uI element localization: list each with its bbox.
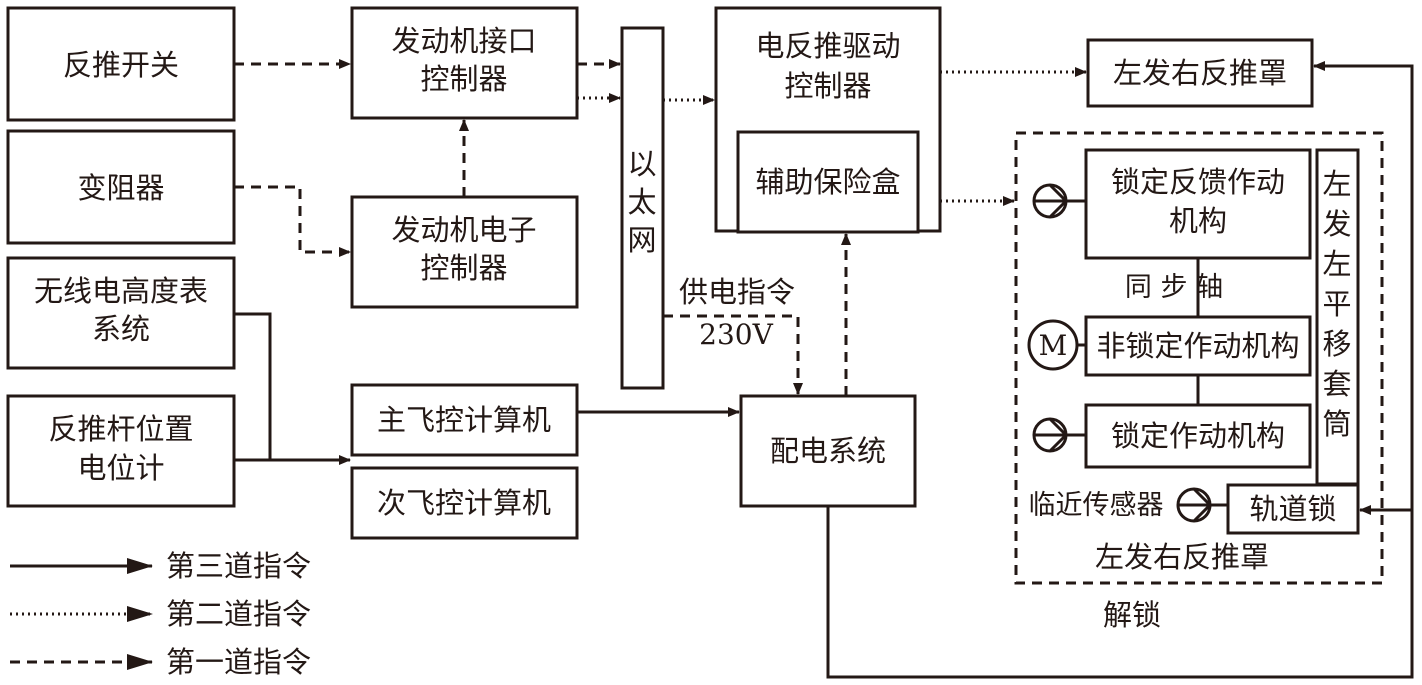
legend-item-third-command: 第三道指令 [10, 549, 311, 583]
engine-electronic-controller-box: 发动机电子 控制器 [350, 195, 579, 309]
sync-shaft-label: 同 步 轴 [1125, 272, 1223, 303]
radio-altimeter-label-line2: 系统 [92, 312, 150, 346]
translating-sleeve-char1: 左 [1322, 167, 1351, 201]
lock-feedback-sensor-icon [1032, 183, 1086, 219]
translating-sleeve-box: 左 发 左 平 移 套 筒 [1315, 148, 1360, 486]
track-lock-label: 轨道锁 [1249, 492, 1336, 526]
radio-altimeter-label-line1: 无线电高度表 [34, 274, 208, 308]
lever-potentiometer-label-line1: 反推杆位置 [48, 412, 193, 446]
power-distribution-box: 配电系统 [739, 394, 917, 508]
secondary-flight-control-computer-label: 次飞控计算机 [377, 486, 551, 520]
unlock-label: 解锁 [1103, 598, 1161, 632]
engine-electronic-controller-label-line1: 发动机电子 [391, 213, 536, 247]
unlock-to-cowl-arrow [826, 61, 1414, 679]
legend-label-second: 第二道指令 [166, 597, 311, 631]
eta-drive-controller-label-line2: 控制器 [784, 69, 871, 103]
auxiliary-fuse-box-label: 辅助保险盒 [755, 165, 900, 199]
engine-interface-controller-label-line2: 控制器 [420, 62, 507, 96]
ethernet-box: 以 太 网 [620, 26, 665, 390]
non-lock-actuator-label: 非锁定作动机构 [1096, 329, 1299, 363]
legend-item-first-command: 第一道指令 [10, 645, 311, 679]
ethernet-label-char3: 网 [627, 223, 656, 257]
translating-sleeve-char3: 左 [1322, 247, 1351, 281]
eta-drive-controller-label-line1: 电反推驱动 [755, 29, 900, 63]
rheostat-to-eec-arrow [234, 185, 351, 257]
lock-feedback-actuator-box: 锁定反馈作动 机构 [1084, 148, 1312, 260]
translating-sleeve-char2: 发 [1322, 207, 1351, 241]
engine-interface-controller-label-line1: 发动机接口 [391, 24, 536, 58]
non-lock-actuator-box: 非锁定作动机构 [1084, 315, 1312, 377]
engine-electronic-controller-label-line2: 控制器 [420, 251, 507, 285]
motor-symbol-label: M [1039, 329, 1068, 362]
reverse-switch-box: 反推开关 [6, 6, 236, 122]
legend-label-first: 第一道指令 [166, 645, 311, 679]
engine-interface-controller-box: 发动机接口 控制器 [350, 6, 579, 120]
ethernet-label-char2: 太 [627, 185, 656, 219]
secondary-flight-control-computer-box: 次飞控计算机 [350, 466, 579, 540]
translating-sleeve-char5: 移 [1322, 327, 1351, 361]
altimeter-to-fcc-line [234, 312, 272, 460]
lock-actuator-sensor-icon [1032, 417, 1086, 453]
power-distribution-label: 配电系统 [770, 434, 886, 468]
lever-potentiometer-label-line2: 电位计 [77, 451, 164, 485]
motor-icon: M [1027, 319, 1086, 371]
ethernet-to-power-arrow [663, 314, 803, 395]
lock-actuator-label: 锁定作动机构 [1111, 419, 1285, 453]
top-thrust-reverser-cowl-label: 左发右反推罩 [1113, 56, 1287, 90]
lock-feedback-actuator-label-line1: 锁定反馈作动 [1111, 165, 1285, 199]
reverse-switch-label: 反推开关 [63, 48, 179, 82]
lock-feedback-actuator-label-line2: 机构 [1169, 204, 1227, 238]
lever-potentiometer-box: 反推杆位置 电位计 [6, 394, 236, 508]
main-flight-control-computer-box: 主飞控计算机 [350, 383, 579, 457]
rheostat-box: 变阻器 [6, 129, 236, 245]
main-flight-control-computer-label: 主飞控计算机 [377, 403, 551, 437]
radio-altimeter-box: 无线电高度表 系统 [6, 256, 236, 370]
track-lock-box: 轨道锁 [1226, 483, 1360, 535]
rheostat-label: 变阻器 [77, 171, 164, 205]
ethernet-label-char1: 以 [627, 147, 656, 181]
cowl-region-label: 左发右反推罩 [1095, 540, 1269, 574]
auxiliary-fuse-box: 辅助保险盒 [736, 130, 920, 234]
translating-sleeve-char6: 套 [1322, 367, 1351, 401]
legend-label-third: 第三道指令 [166, 549, 311, 583]
translating-sleeve-char4: 平 [1322, 287, 1351, 321]
lock-actuator-box: 锁定作动机构 [1084, 403, 1312, 469]
legend-item-second-command: 第二道指令 [10, 597, 311, 631]
legend: 第三道指令 第二道指令 第一道指令 [10, 549, 311, 679]
proximity-sensor-icon [1176, 487, 1228, 523]
voltage-label: 230V [699, 318, 773, 351]
power-command-label: 供电指令 [679, 275, 795, 309]
translating-sleeve-char7: 筒 [1322, 407, 1351, 441]
proximity-sensor-label: 临近传感器 [1029, 490, 1164, 521]
top-thrust-reverser-cowl-box: 左发右反推罩 [1086, 38, 1314, 108]
